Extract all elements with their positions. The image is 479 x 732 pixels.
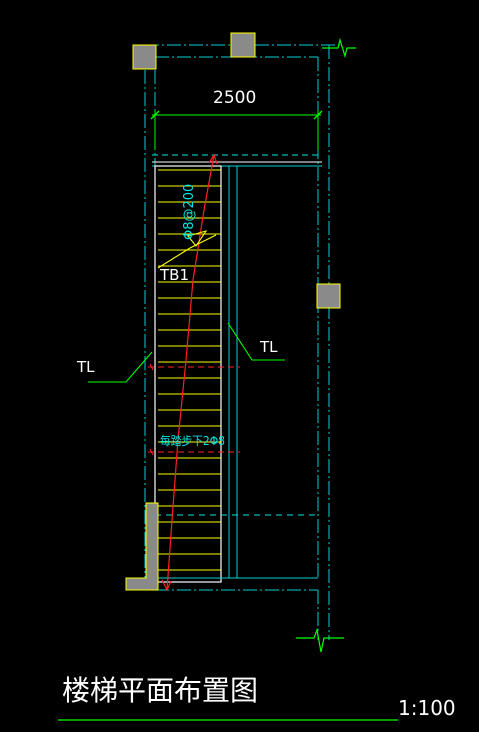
rebar-arrow-head-bottom bbox=[161, 579, 172, 592]
column-top-middle bbox=[230, 32, 256, 58]
rebar-distribution-label: Φ8@200 bbox=[182, 184, 197, 240]
break-symbol-bottom bbox=[296, 627, 344, 653]
cut-mark-upper-left bbox=[149, 363, 154, 371]
tb1-label: TB1 bbox=[159, 266, 189, 284]
dimension-tick-right bbox=[313, 110, 323, 120]
column-bottom-left-lshape bbox=[125, 502, 159, 591]
landing-beam-top bbox=[152, 154, 322, 167]
drawing-title: 楼梯平面布置图 bbox=[62, 674, 258, 707]
column-top-left bbox=[132, 44, 157, 70]
drawing-scale: 1:100 bbox=[398, 696, 456, 720]
column-right bbox=[316, 283, 341, 309]
tl-left-label: TL bbox=[76, 358, 95, 376]
break-symbol-top bbox=[322, 37, 356, 59]
columns bbox=[125, 32, 341, 591]
tl-right-label: TL bbox=[259, 338, 278, 356]
cut-mark-lower-left bbox=[149, 448, 154, 456]
dimension-group: 2500 bbox=[150, 88, 323, 150]
rebar-arrow-head-top bbox=[208, 153, 218, 165]
tl-left-leader bbox=[88, 351, 153, 383]
dimension-value: 2500 bbox=[213, 88, 256, 108]
section-cut-lines bbox=[148, 366, 240, 453]
rebar-per-step-label: 每踏步下2Φ8 bbox=[160, 433, 225, 448]
dimension-tick-left bbox=[150, 110, 160, 120]
tb1-leader-line bbox=[157, 234, 217, 269]
tl-right-leader bbox=[227, 322, 285, 361]
stair-structure bbox=[154, 165, 318, 583]
stair-treads bbox=[158, 169, 221, 571]
tb1-section-mark bbox=[187, 230, 208, 247]
rebar-line bbox=[166, 154, 215, 591]
wall-outlines bbox=[144, 44, 340, 640]
